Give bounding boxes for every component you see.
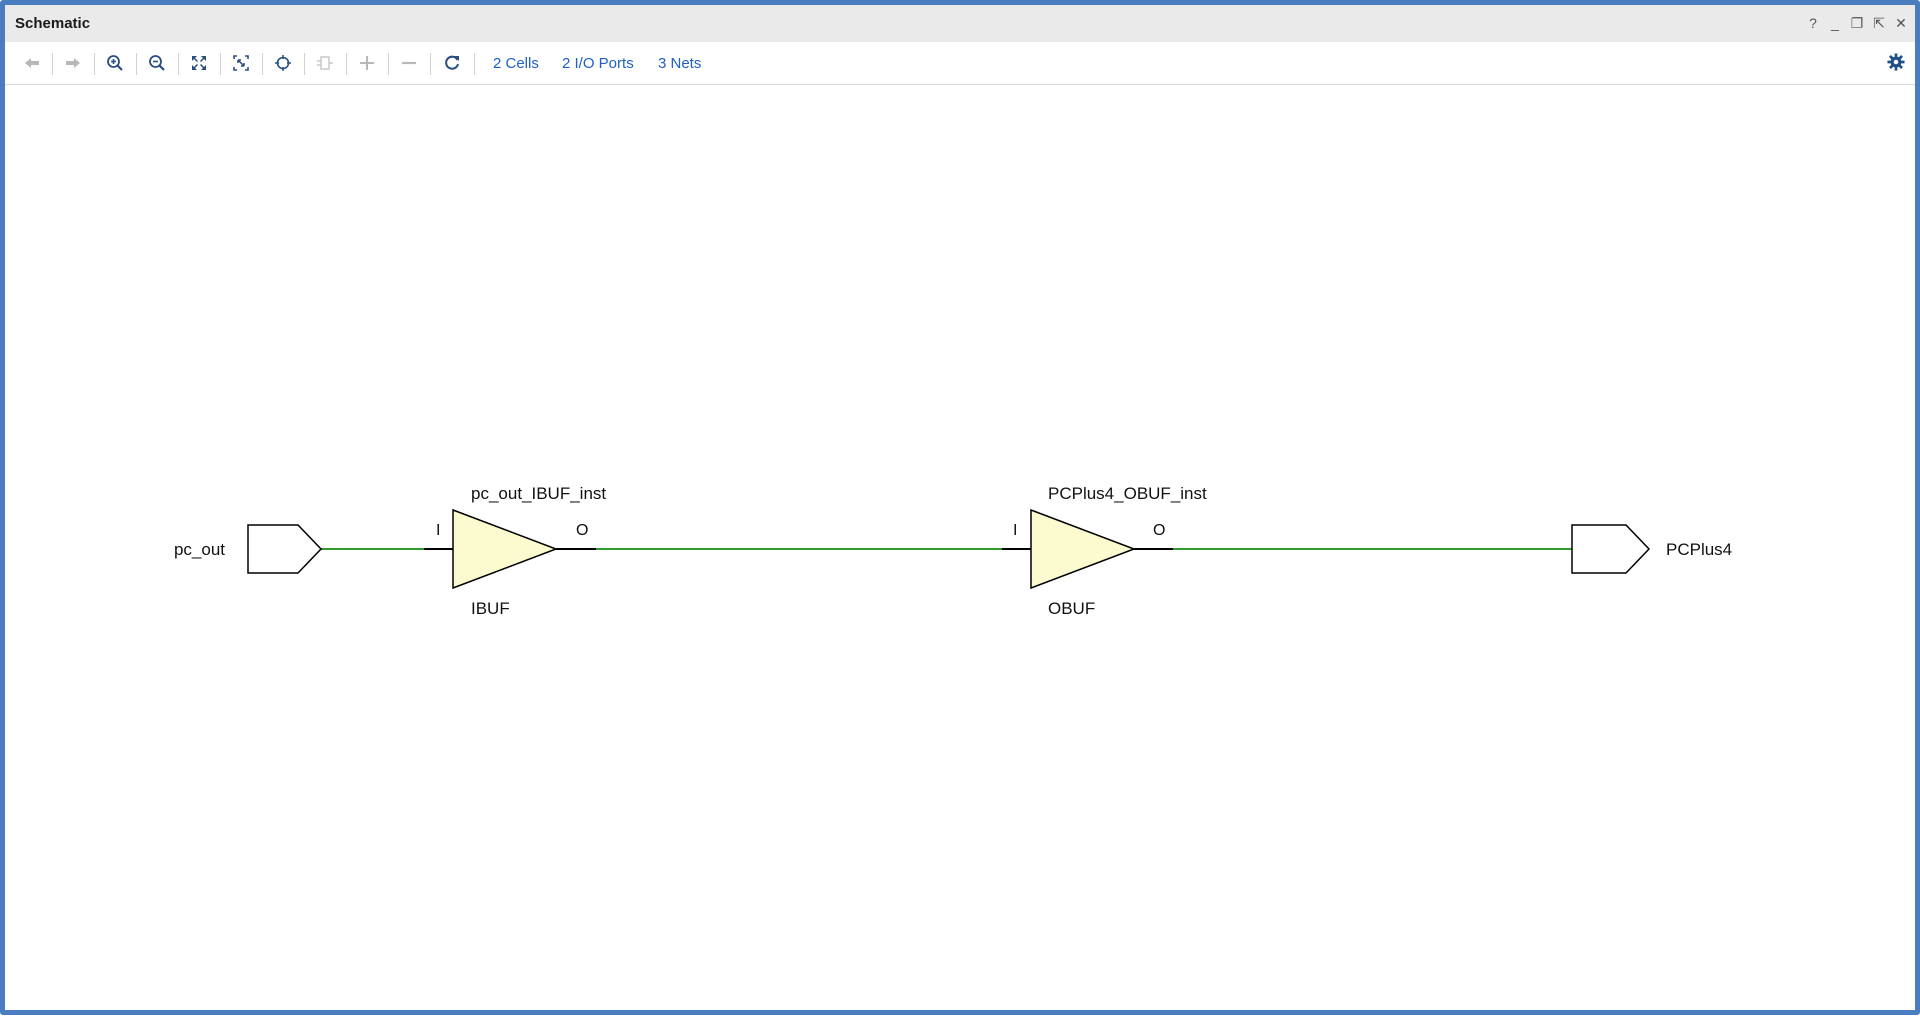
ibuf-cell[interactable] bbox=[424, 508, 596, 590]
crosshair-icon bbox=[275, 55, 291, 71]
obuf-instance-label: PCPlus4_OBUF_inst bbox=[1048, 484, 1207, 503]
zoom-out-button[interactable] bbox=[144, 50, 170, 76]
toolbar-separator bbox=[94, 53, 95, 75]
maximize-icon[interactable]: ⇱ bbox=[1873, 14, 1885, 31]
zoom-in-icon bbox=[107, 55, 123, 71]
zoom-in-button[interactable] bbox=[102, 50, 128, 76]
help-icon[interactable]: ? bbox=[1809, 15, 1817, 31]
ibuf-type-label: IBUF bbox=[471, 599, 510, 618]
output-port-label: PCPlus4 bbox=[1666, 540, 1732, 559]
nets-link[interactable]: 3 Nets bbox=[658, 55, 702, 72]
crosshair-button[interactable] bbox=[270, 50, 296, 76]
remove-minus-icon bbox=[402, 61, 416, 65]
refresh-button[interactable] bbox=[439, 50, 465, 76]
toolbar-separator bbox=[52, 53, 53, 75]
toolbar-separator bbox=[136, 53, 137, 75]
forward-arrow-icon bbox=[66, 58, 80, 68]
back-arrow-icon bbox=[25, 58, 39, 68]
fit-view-icon bbox=[192, 56, 206, 70]
remove-button[interactable] bbox=[396, 50, 422, 76]
input-port-label: pc_out bbox=[174, 540, 225, 559]
title-bar: Schematic ? _ ❐ ⇱ ✕ bbox=[5, 5, 1915, 42]
zoom-area-button[interactable] bbox=[228, 50, 254, 76]
back-button[interactable] bbox=[19, 50, 45, 76]
ibuf-instance-label: pc_out_IBUF_inst bbox=[471, 484, 606, 503]
toolbar-separator bbox=[262, 53, 263, 75]
zoom-out-icon bbox=[149, 55, 165, 71]
input-port[interactable] bbox=[247, 524, 323, 574]
collapse-cell-icon bbox=[317, 56, 333, 70]
settings-button[interactable] bbox=[1885, 51, 1907, 73]
window-controls: ? _ ❐ ⇱ ✕ bbox=[1805, 14, 1909, 32]
expand-plus-icon bbox=[360, 56, 374, 70]
toolbar-separator bbox=[178, 53, 179, 75]
refresh-icon bbox=[445, 55, 459, 70]
obuf-type-label: OBUF bbox=[1048, 599, 1095, 618]
close-icon[interactable]: ✕ bbox=[1895, 14, 1907, 31]
schematic-canvas[interactable]: pc_out pc_out_IBUF_inst IBUF I O PCPlus4… bbox=[5, 85, 1915, 1010]
restore-icon[interactable]: ❐ bbox=[1850, 14, 1864, 31]
toolbar-separator bbox=[474, 53, 475, 75]
toolbar-separator bbox=[388, 53, 389, 75]
output-port[interactable] bbox=[1571, 524, 1651, 574]
ibuf-pin-out-label: O bbox=[576, 522, 588, 539]
io-ports-link[interactable]: 2 I/O Ports bbox=[562, 55, 634, 72]
toolbar-separator bbox=[304, 53, 305, 75]
minimize-icon[interactable]: _ bbox=[1831, 15, 1839, 31]
expand-button[interactable] bbox=[354, 50, 380, 76]
cells-link[interactable]: 2 Cells bbox=[493, 55, 539, 72]
gear-icon bbox=[1887, 53, 1905, 71]
toolbar-separator bbox=[430, 53, 431, 75]
zoom-area-icon bbox=[233, 55, 249, 71]
collapse-cell-button[interactable] bbox=[312, 50, 338, 76]
obuf-pin-in-label: I bbox=[1013, 522, 1017, 539]
obuf-pin-out-label: O bbox=[1153, 522, 1165, 539]
toolbar: 2 Cells 2 I/O Ports 3 Nets bbox=[5, 42, 1915, 85]
obuf-cell[interactable] bbox=[1002, 508, 1173, 590]
forward-button[interactable] bbox=[60, 50, 86, 76]
schematic-diagram: pc_out pc_out_IBUF_inst IBUF I O PCPlus4… bbox=[174, 484, 1732, 618]
fit-view-button[interactable] bbox=[186, 50, 212, 76]
toolbar-separator bbox=[220, 53, 221, 75]
window-title: Schematic bbox=[15, 15, 91, 32]
toolbar-separator bbox=[346, 53, 347, 75]
ibuf-pin-in-label: I bbox=[436, 522, 440, 539]
